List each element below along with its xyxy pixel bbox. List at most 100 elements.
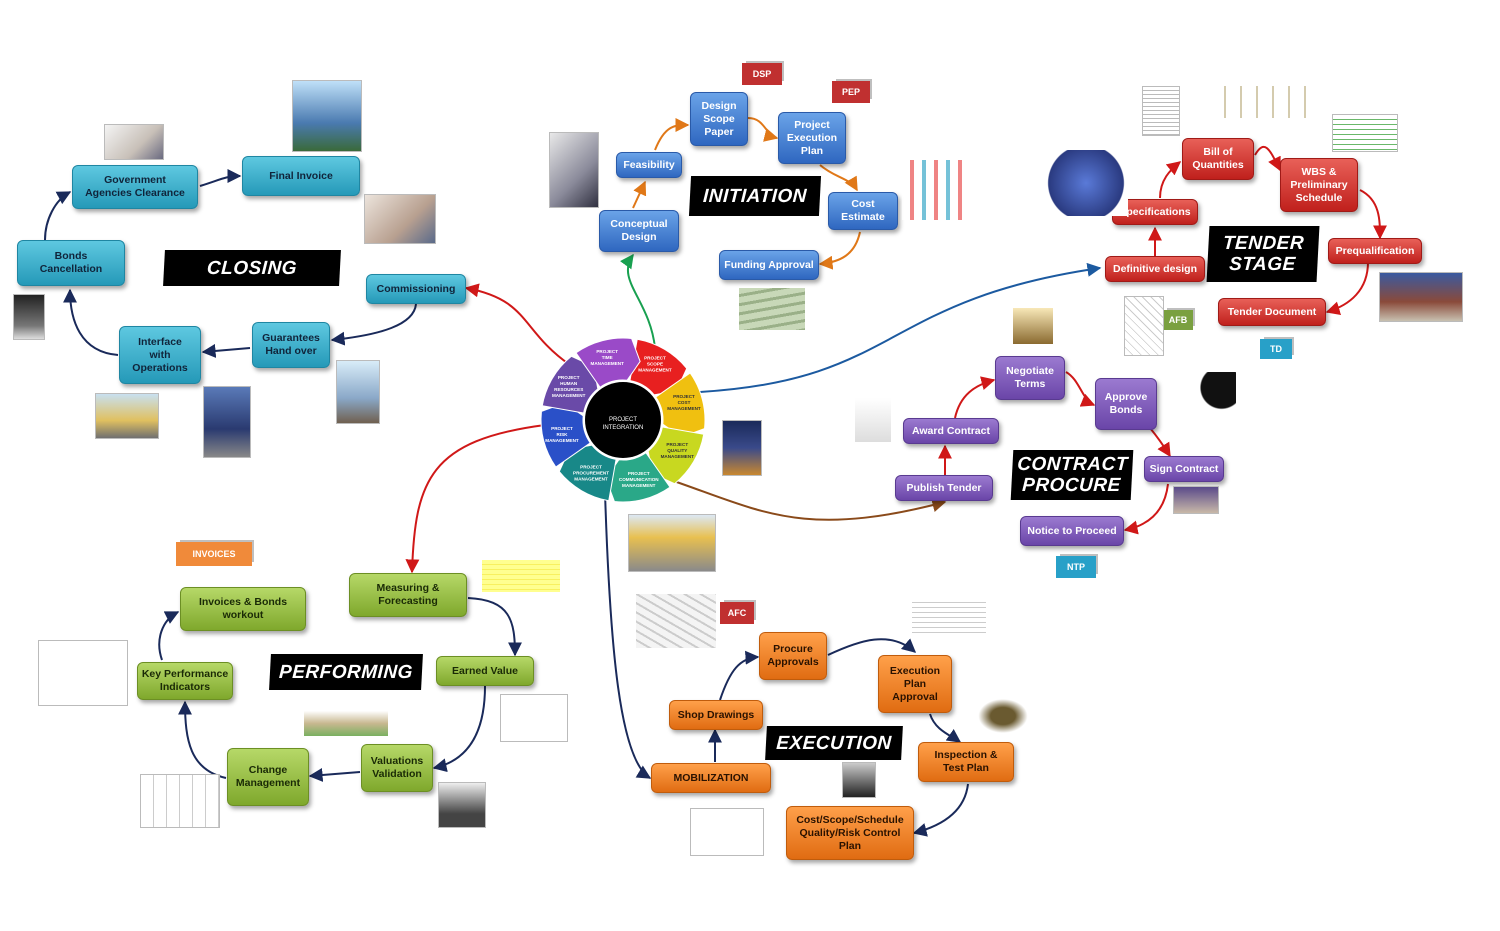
equipment-image <box>1044 150 1128 216</box>
photo-meeting-image <box>104 124 164 160</box>
wheel-hub <box>585 382 661 458</box>
node-notice-to-proceed[interactable]: Notice to Proceed <box>1020 516 1124 546</box>
stage-performing: PERFORMING <box>269 654 423 690</box>
tag-dsp: DSP <box>742 63 782 85</box>
node-interface-operations[interactable]: Interface with Operations <box>119 326 201 384</box>
stage-contract: CONTRACT PROCURE <box>1010 450 1134 500</box>
branch-contract <box>664 477 947 521</box>
earned-value-chart-image <box>500 694 568 742</box>
node-bill-of-quantities[interactable]: Bill of Quantities <box>1182 138 1254 180</box>
photo-building-image <box>292 80 362 152</box>
boq-document-image <box>1142 86 1180 136</box>
photo-plant-image <box>203 386 251 458</box>
node-measuring-forecasting[interactable]: Measuring & Forecasting <box>349 573 467 617</box>
wheel-segment <box>575 337 641 388</box>
node-kpi[interactable]: Key Performance Indicators <box>137 662 233 700</box>
photo-team-image <box>364 194 436 244</box>
center-project-integration: PROJECT INTEGRATION <box>602 417 644 431</box>
node-approve-bonds[interactable]: Approve Bonds <box>1095 378 1157 430</box>
node-funding-approval[interactable]: Funding Approval <box>719 250 819 280</box>
node-project-execution-plan[interactable]: Project Execution Plan <box>778 112 846 164</box>
tag-td: TD <box>1260 339 1292 359</box>
photo-construction-team-image <box>628 514 716 572</box>
stage-tender: TENDER STAGE <box>1206 226 1320 282</box>
tag-afc: AFC <box>720 602 754 624</box>
node-procure-approvals[interactable]: Procure Approvals <box>759 632 827 680</box>
node-conceptual-design[interactable]: Conceptual Design <box>599 210 679 252</box>
node-change-management[interactable]: Change Management <box>227 748 309 806</box>
node-cost-estimate[interactable]: Cost Estimate <box>828 192 898 230</box>
tag-ntp: NTP <box>1056 556 1096 578</box>
table-image <box>482 560 560 592</box>
node-commissioning[interactable]: Commissioning <box>366 274 466 304</box>
node-valuations-validation[interactable]: Valuations Validation <box>361 744 433 792</box>
node-bonds-cancellation[interactable]: Bonds Cancellation <box>17 240 125 286</box>
photo-handshake-image <box>13 294 45 340</box>
gantt-image <box>1332 114 1398 152</box>
node-inspection-test-plan[interactable]: Inspection & Test Plan <box>918 742 1014 782</box>
branch-tender <box>699 262 1102 393</box>
node-final-invoice[interactable]: Final Invoice <box>242 156 360 196</box>
node-definitive-design[interactable]: Definitive design <box>1105 256 1205 282</box>
branch-execution <box>604 491 652 779</box>
node-feasibility[interactable]: Feasibility <box>616 152 682 178</box>
node-publish-tender[interactable]: Publish Tender <box>895 475 993 501</box>
photo-industrial-image <box>722 420 762 476</box>
node-award-contract[interactable]: Award Contract <box>903 418 999 444</box>
node-earned-value[interactable]: Earned Value <box>436 656 534 686</box>
tag-afb: AFB <box>1163 310 1193 330</box>
node-control-plan[interactable]: Cost/Scope/Schedule Quality/Risk Control… <box>786 806 914 860</box>
plan-document-image <box>912 598 986 634</box>
stage-initiation: INITIATION <box>688 176 822 216</box>
photo-businessmen-image <box>842 762 876 798</box>
cartoon-image <box>855 398 891 442</box>
node-sign-contract[interactable]: Sign Contract <box>1144 456 1224 482</box>
photo-review-image <box>438 782 486 828</box>
node-prequalification[interactable]: Prequalification <box>1328 238 1422 264</box>
rolled-drawings-image <box>636 594 716 648</box>
flowchart-image <box>140 774 220 828</box>
node-shop-drawings[interactable]: Shop Drawings <box>669 700 763 730</box>
stage-closing: CLOSING <box>163 250 341 286</box>
photo-office-image <box>549 132 599 208</box>
signing-image <box>1173 486 1219 514</box>
node-negotiate-terms[interactable]: Negotiate Terms <box>995 356 1065 400</box>
bonds-cartoon-image <box>1164 372 1236 424</box>
photo-race-image <box>1379 272 1463 322</box>
stage-execution: EXECUTION <box>765 726 903 760</box>
tag-pep: PEP <box>832 81 870 103</box>
node-design-scope-paper[interactable]: Design Scope Paper <box>690 92 748 146</box>
blueprint-image <box>1124 296 1164 356</box>
wbs-tree-image <box>1210 86 1310 118</box>
node-tender-document[interactable]: Tender Document <box>1218 298 1326 326</box>
branch-performing <box>405 424 546 574</box>
branch-closing <box>464 283 571 366</box>
risk-chart-image <box>690 808 764 856</box>
money-image <box>739 288 805 330</box>
node-government-clearance[interactable]: Government Agencies Clearance <box>72 165 198 209</box>
photo-inspector-image <box>336 360 380 424</box>
node-guarantees[interactable]: Guarantees Hand over <box>252 322 330 368</box>
node-invoices-bonds[interactable]: Invoices & Bonds workout <box>180 587 306 631</box>
org-chart-image <box>902 160 962 220</box>
node-mobilization[interactable]: MOBILIZATION <box>651 763 771 793</box>
construction-site-image <box>304 694 388 736</box>
branch-initiation <box>619 253 656 349</box>
tag-invoices: INVOICES <box>176 542 252 566</box>
progress-curve-image <box>38 640 128 706</box>
node-wbs-schedule[interactable]: WBS & Preliminary Schedule <box>1280 158 1358 212</box>
photo-engineers-image <box>95 393 159 439</box>
negotiator-cartoon-image <box>1013 308 1053 344</box>
inspector-cartoon-image <box>974 696 1032 736</box>
node-execution-plan-approval[interactable]: Execution Plan Approval <box>878 655 952 713</box>
